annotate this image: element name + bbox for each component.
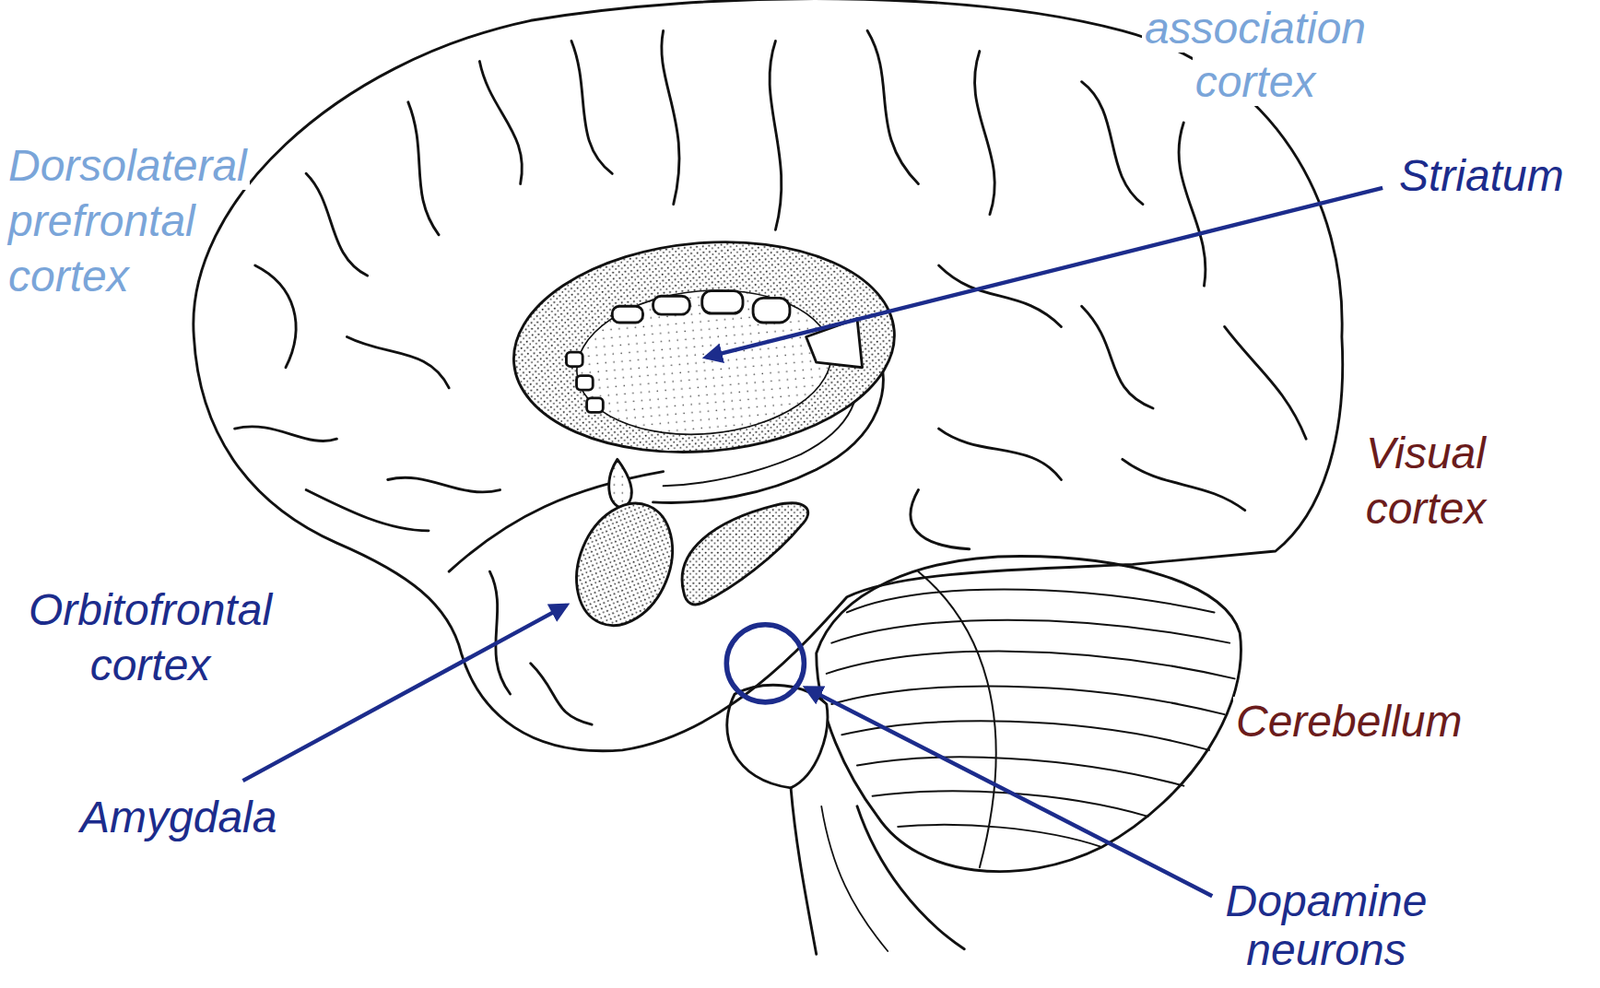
cerebellum-folium [857,756,1184,786]
hippocampus-shape [682,503,809,605]
amygdala-shape [559,488,691,640]
sulcus [346,337,449,389]
ventricle-segment [587,398,604,413]
cerebellum-outline [816,556,1242,872]
sulcus [910,490,970,550]
sulcus [479,61,522,185]
cerebellum-folium [897,824,1102,848]
sulcus [1082,82,1143,205]
sulcus [939,428,1062,480]
sulcus [661,30,680,204]
label-text: Striatum [1396,151,1567,200]
sulcus [388,477,501,493]
sulcus [1122,458,1246,510]
sulcus [255,265,296,368]
sulcus [1082,305,1154,409]
ventricle-segment [611,305,643,323]
brainstem-back [857,806,965,950]
leader-lines [243,188,1384,896]
cerebellum-folium [872,790,1149,816]
sulcus [975,51,996,215]
cerebellum-folium [826,651,1236,680]
label-text: Dopamine neurons [1223,876,1431,975]
sulcus [571,40,612,174]
region-label: Dopamine neurons [1206,877,1447,976]
sulcus [305,173,367,276]
region-label: Striatum [1396,149,1595,203]
cerebellum-folium [917,571,996,868]
sulcus [769,40,782,230]
region-label: Orbitofrontal cortex [11,582,289,694]
label-text: Dorsolateral prefrontal cortex [5,141,250,301]
region-label: association cortex [1107,1,1403,108]
ventricle-segment [653,295,691,315]
brainstem-inner [821,806,888,952]
label-text: Cerebellum [1233,696,1465,746]
sulcus [530,663,592,725]
ventricle-segment [576,376,594,391]
leader-line [243,605,567,781]
cerebellum-folia [826,571,1236,868]
putamen-shape [570,280,837,446]
ventricle-segment [565,352,583,367]
sulcus [1178,122,1206,286]
region-label: Amygdala [77,790,318,845]
leader-line [705,188,1383,358]
cerebrum-outline [193,0,1343,752]
leader-line [806,687,1213,896]
sulcus [305,490,429,531]
ventricle-segment [702,291,743,314]
sulcus [489,571,510,695]
region-label: Dorsolateral prefrontal cortex [5,138,283,305]
sulcus [408,102,439,236]
region-label: Visual cortex [1324,425,1528,537]
label-text: Orbitofrontal cortex [25,585,275,690]
sulcus [867,30,918,184]
brainstem-front [790,788,817,954]
cerebellum-folium [831,620,1230,644]
label-text: Visual cortex [1363,428,1490,533]
sulcus [1224,326,1307,439]
striatum-shape [505,226,904,468]
ventricle-segment [752,297,790,323]
label-text: Amygdala [77,792,280,842]
label-text: association cortex [1141,3,1369,106]
sulcus [235,426,338,442]
highlight-circle [726,624,804,703]
region-label: Cerebellum [1233,694,1510,749]
cerebellum-folium [847,589,1215,613]
drop-shape [609,458,633,508]
cerebellum-folium [831,686,1224,716]
